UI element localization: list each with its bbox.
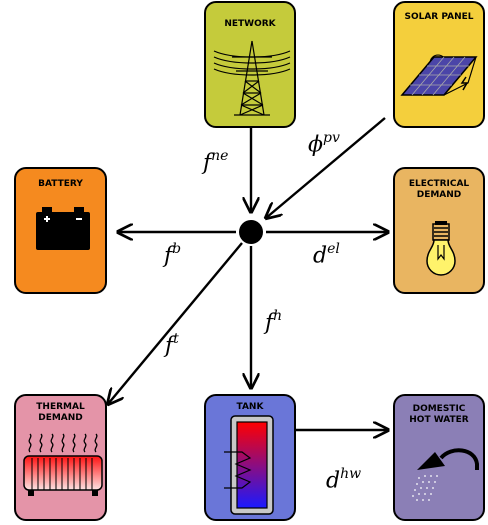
domestic-hot-water-title: DOMESTIC HOT WATER (409, 404, 469, 425)
battery-title: BATTERY (38, 179, 83, 189)
network-title: NETWORK (224, 19, 276, 29)
domestic-hot-water-node: DOMESTIC HOT WATER (393, 394, 485, 521)
label-f-h: fh (265, 308, 283, 336)
light-bulb-icon (426, 221, 456, 276)
solar-panel-title: SOLAR PANEL (404, 12, 474, 22)
label-d-el: del (313, 241, 340, 269)
solar-panel-node: SOLAR PANEL (393, 1, 485, 128)
electrical-demand-title: ELECTRICAL DEMAND (408, 179, 470, 200)
tank-node: TANK (204, 394, 296, 521)
electrical-demand-node: ELECTRICAL DEMAND (393, 167, 485, 294)
label-f-t: ft (165, 331, 179, 359)
battery-node: BATTERY (14, 167, 107, 294)
label-d-hw: dhw (326, 466, 362, 494)
hot-water-tank-icon (224, 415, 274, 515)
solar-panel-icon (400, 54, 478, 96)
shower-head-icon (412, 448, 479, 501)
thermal-demand-title: THERMAL DEMAND (36, 402, 85, 423)
radiator-icon (23, 433, 103, 496)
label-f-b: fb (164, 241, 182, 269)
label-phi-pv: ϕpv (308, 130, 340, 158)
label-f-ne: fne (203, 148, 229, 176)
network-node: NETWORK (204, 1, 296, 128)
thermal-demand-node: THERMAL DEMAND (14, 394, 107, 521)
tank-title: TANK (236, 402, 264, 412)
power-pylon-icon (213, 40, 291, 116)
central-hub-node (239, 220, 263, 244)
car-battery-icon (36, 207, 90, 250)
